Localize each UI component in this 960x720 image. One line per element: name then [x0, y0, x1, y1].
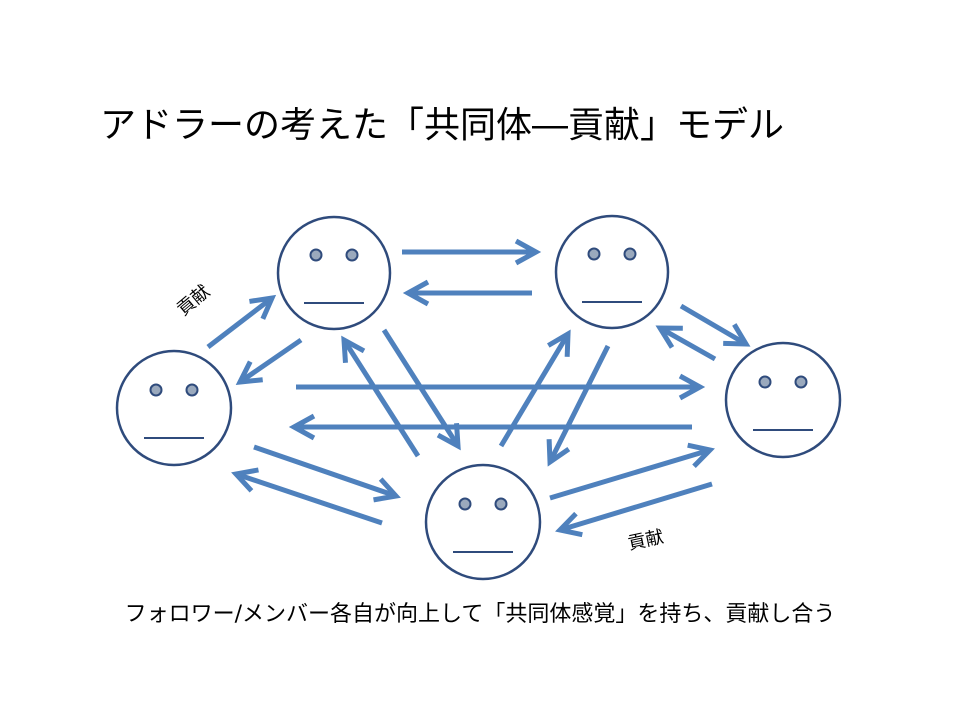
face-outline	[424, 463, 542, 581]
slide-title: アドラーの考えた「共同体―貢献」モデル	[100, 105, 785, 146]
face-left-eye	[149, 383, 163, 397]
face-right-eye	[623, 247, 637, 261]
arrow-head	[231, 467, 259, 493]
arrow-right-to-left	[288, 413, 692, 441]
arrow-shaft	[662, 327, 717, 362]
arrow-head	[235, 360, 263, 385]
arrow-bottom-to-right	[549, 442, 715, 501]
face-right-eye	[494, 497, 508, 511]
arrow-bottom-to-top-left	[341, 335, 421, 458]
arrow-head	[436, 423, 461, 451]
arrow-head	[546, 439, 571, 467]
face-right	[724, 341, 842, 459]
arrow-shaft	[253, 444, 394, 498]
face-outline	[724, 341, 842, 459]
face-outline	[554, 214, 670, 330]
arrow-head	[687, 442, 715, 469]
face-bottom	[424, 463, 542, 581]
arrow-left-to-top-left	[206, 294, 277, 349]
arrow-head	[723, 323, 751, 347]
arrow-shaft	[563, 481, 713, 532]
arrow-head	[402, 279, 430, 307]
face-left-eye	[309, 248, 323, 262]
arrow-top-left-to-left	[235, 337, 303, 385]
face-outline	[115, 349, 233, 467]
arrow-head	[288, 413, 316, 441]
arrow-head	[655, 325, 683, 349]
face-left-eye	[758, 375, 772, 389]
face-top-left	[276, 215, 392, 331]
arrow-right-to-bottom	[555, 481, 713, 538]
arrow-shaft	[498, 336, 569, 448]
arrow-bottom-to-left	[231, 467, 383, 526]
face-outline	[276, 215, 392, 331]
arrow-left-to-right	[296, 373, 706, 401]
arrow-shaft	[679, 303, 744, 345]
face-layer	[115, 214, 842, 581]
arrow-head	[249, 294, 277, 320]
arrow-top-right-to-right	[679, 303, 751, 347]
arrow-top-left-to-top-right	[402, 238, 542, 266]
face-top-right	[554, 214, 670, 330]
face-left	[115, 349, 233, 467]
arrow-left-to-bottom	[253, 444, 401, 503]
arrow-top-right-to-bottom	[546, 344, 611, 467]
arrow-right-to-top-right	[655, 325, 717, 362]
arrow-shaft	[241, 337, 303, 382]
arrow-head	[341, 335, 366, 363]
face-right-eye	[794, 375, 808, 389]
face-left-eye	[458, 497, 472, 511]
arrow-head	[514, 238, 542, 266]
face-right-eye	[185, 383, 199, 397]
face-left-eye	[587, 247, 601, 261]
arrow-shaft	[238, 472, 383, 526]
arrow-head	[555, 511, 583, 538]
arrow-shaft	[206, 298, 271, 349]
slide-caption: フォロワー/メンバー各自が向上して「共同体感覚」を持ち、貢献し合う	[124, 602, 836, 627]
arrow-head	[678, 373, 706, 401]
face-right-eye	[345, 248, 359, 262]
arrow-top-right-to-top-left	[402, 279, 532, 307]
arrow-shaft	[549, 448, 707, 501]
arrow-layer	[206, 238, 751, 538]
arrow-head	[373, 477, 401, 503]
arrow-shaft	[344, 342, 421, 458]
arrow-shaft	[549, 344, 611, 460]
arrow-head	[547, 329, 571, 357]
